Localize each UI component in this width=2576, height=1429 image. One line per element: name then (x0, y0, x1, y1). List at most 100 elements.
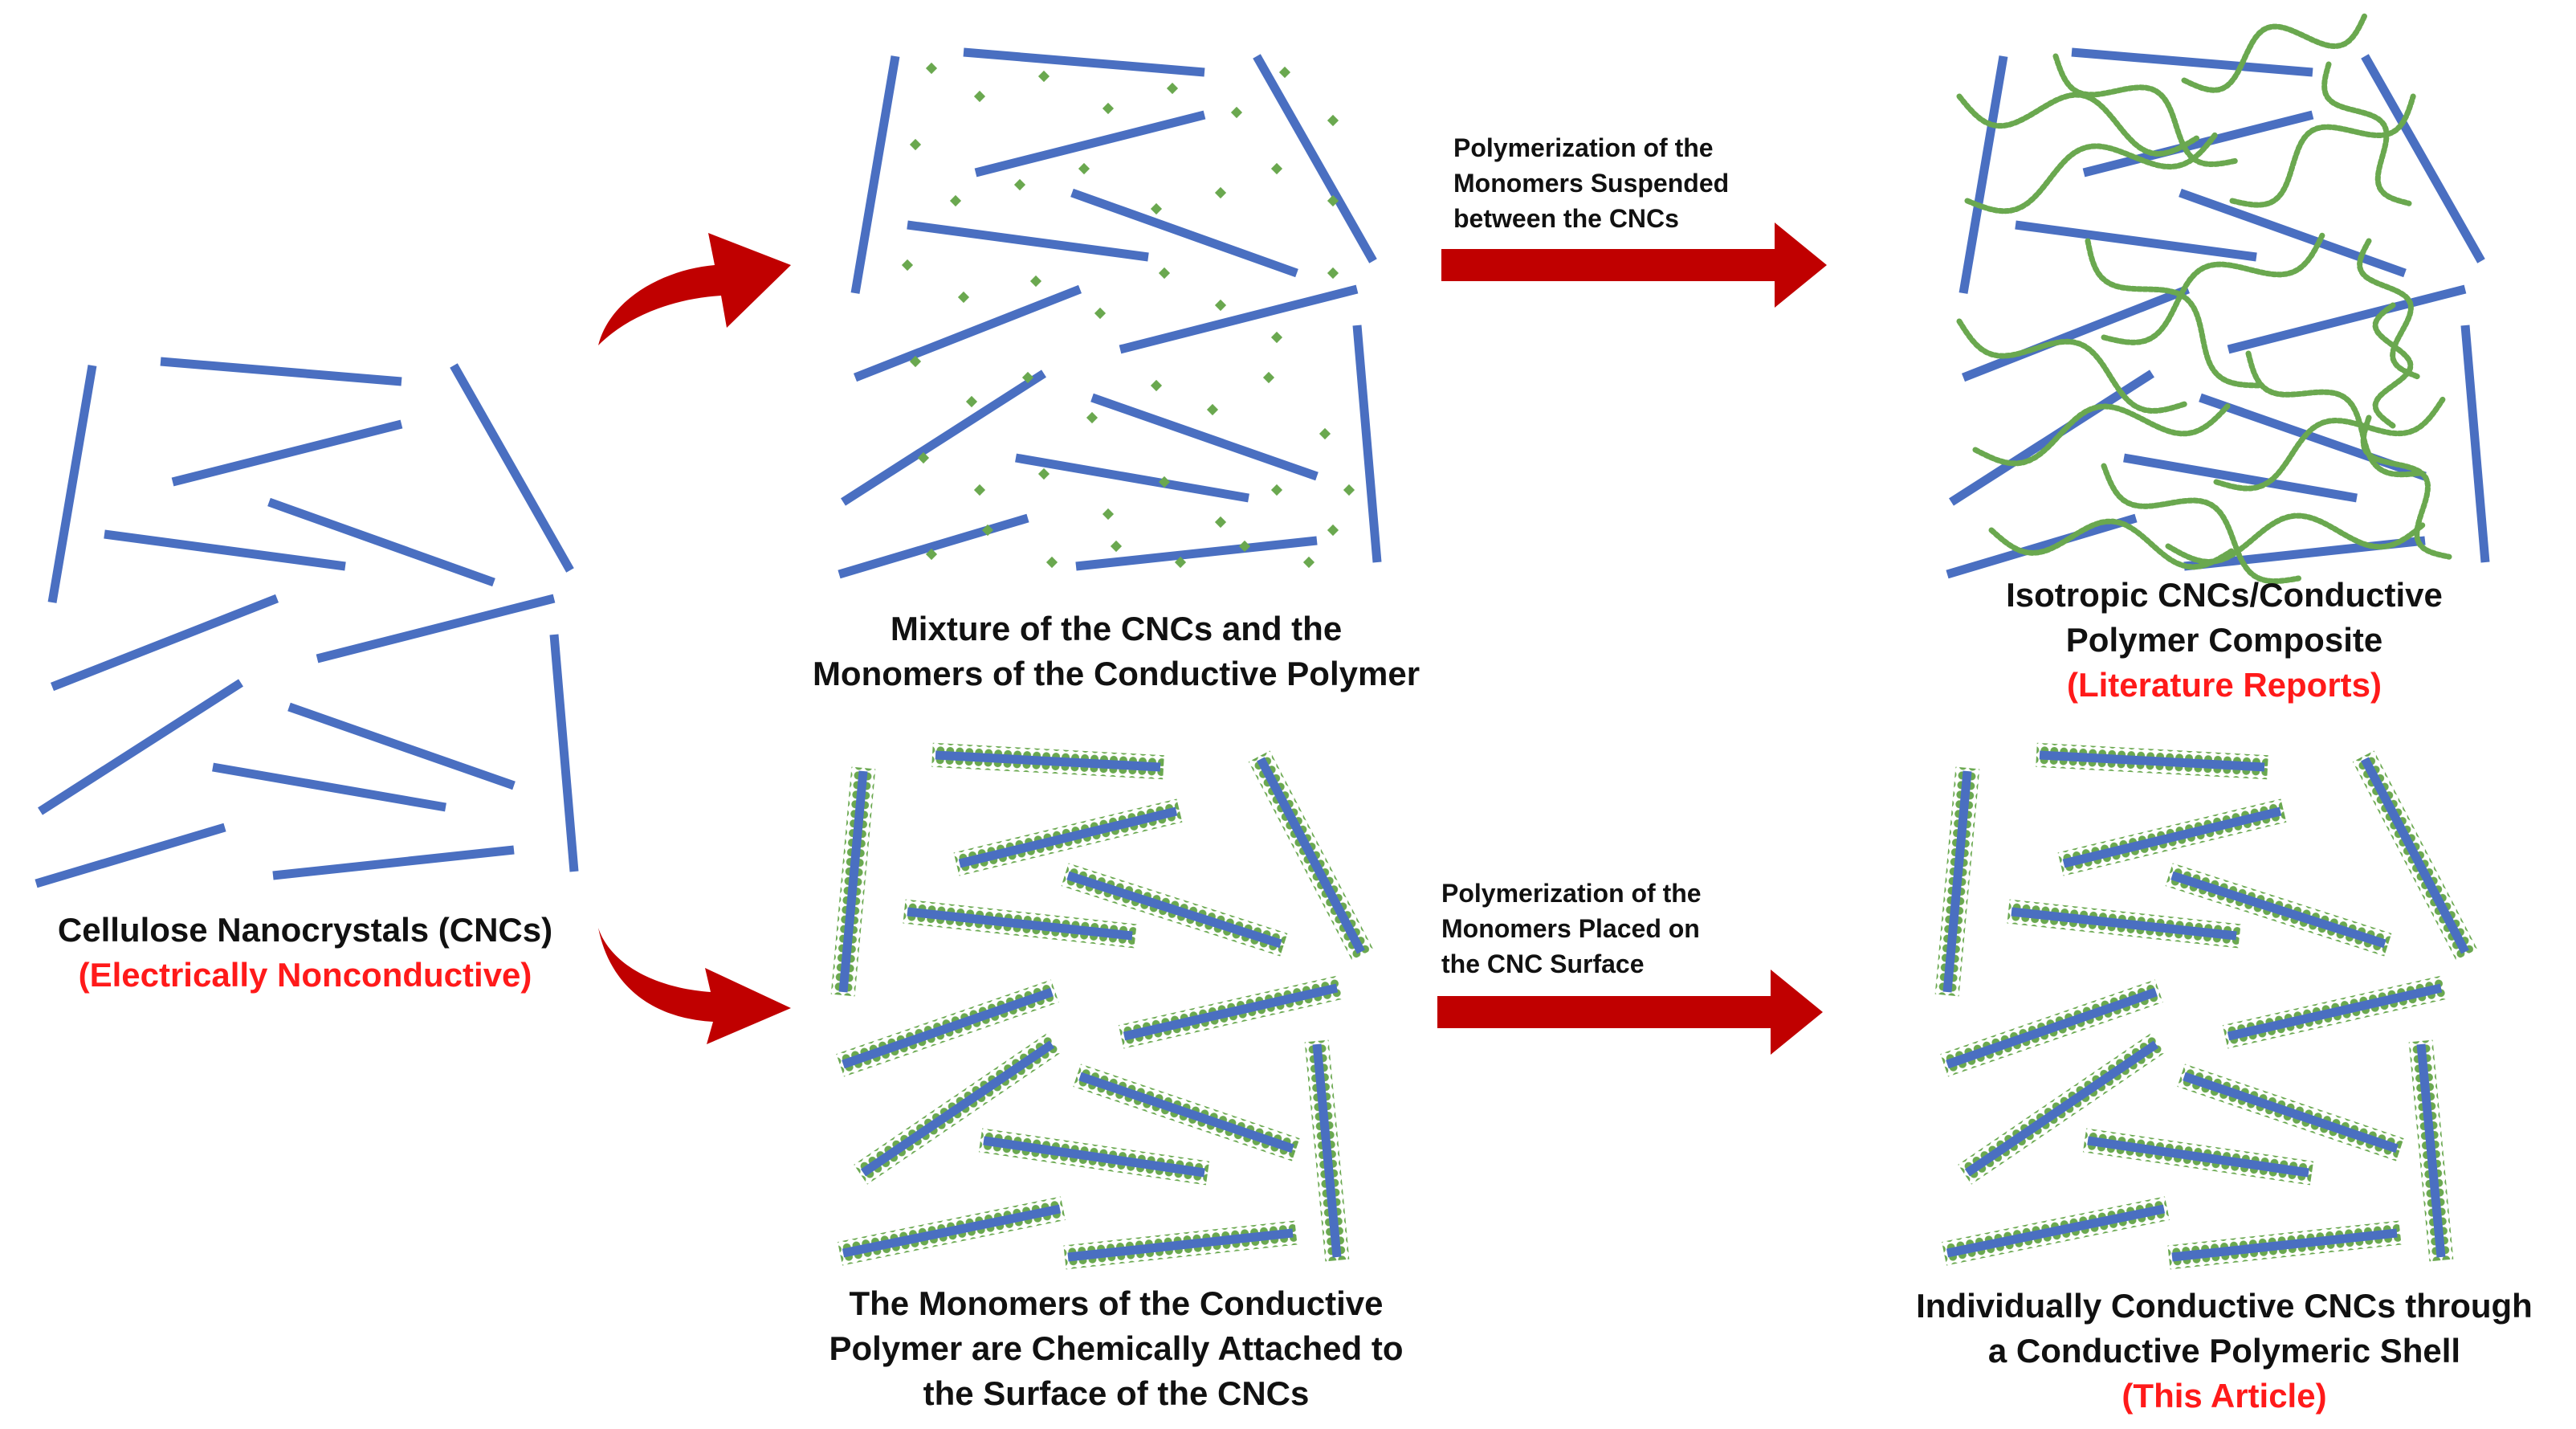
cnc-rod (2071, 47, 2313, 77)
monomer-dot (1094, 307, 1107, 320)
cnc-rod (907, 220, 1149, 262)
monomer-dot (1045, 556, 1058, 569)
coated-cnc-rod (2082, 1128, 2314, 1186)
bottom-arrow-label: Polymerization of the Monomers Placed on… (1441, 876, 1702, 982)
coated-cnc-rod (830, 766, 876, 997)
cnc-rod (1312, 1043, 1342, 1258)
cnc-rod (1964, 1040, 2159, 1177)
monomer-dot (949, 194, 962, 207)
monomer-dot (965, 395, 978, 408)
coated-cnc-rod (2177, 1064, 2404, 1162)
cnc-rod (2087, 1136, 2309, 1178)
isotropic-caption-tag: (Literature Reports) (2066, 666, 2382, 704)
cnc-rod (287, 702, 516, 790)
cnc-rod (1946, 513, 2138, 579)
cnc-rod (171, 419, 403, 487)
mixture-caption: Mixture of the CNCs and the Monomers of … (747, 606, 1486, 696)
cnc-rod (2039, 750, 2265, 772)
cnc-rod (963, 47, 1205, 77)
cnc-rod (160, 357, 402, 386)
cnc-rod (2062, 806, 2282, 868)
cnc-rod (549, 634, 579, 872)
cnc-rod (838, 513, 1029, 579)
coated-cnc-rod (953, 798, 1183, 876)
coated-cnc-rod (2057, 798, 2287, 876)
cnc-rod (2227, 983, 2443, 1041)
cnc-rod (1015, 453, 1249, 503)
bottom-arrow-label-line1: Polymerization of the (1441, 879, 1702, 908)
conductive-polymer-chain (2360, 414, 2452, 560)
coated-cnc-rod (1304, 1039, 1350, 1262)
attached-caption-line2: Polymer are Chemically Attached to (829, 1329, 1404, 1367)
coated-cnc-rod (2222, 975, 2448, 1049)
monomer-dot (1214, 299, 1227, 312)
individual-caption: Individually Conductive CNCs through a C… (1847, 1284, 2576, 1419)
attached-monomers-panel (830, 742, 1374, 1270)
mixture-panel (838, 47, 1382, 579)
top-arrow-label-line2: Monomers Suspended (1453, 169, 1730, 198)
cnc-rod (1067, 1228, 1294, 1262)
monomer-dot (901, 259, 914, 272)
monomer-dot (1158, 476, 1171, 488)
monomer-dot (1150, 379, 1163, 392)
cnc-rod (1257, 757, 1365, 954)
cnc-rod (1075, 536, 1318, 571)
mixture-caption-line2: Monomers of the Conductive Polymer (812, 655, 1420, 692)
conductive-polymer-chain (1988, 518, 2235, 570)
conductive-polymer-chain (2372, 302, 2414, 429)
monomer-dot (1270, 331, 1283, 344)
monomer-dot (957, 291, 970, 304)
coated-cnc-rod (1958, 1032, 2166, 1185)
cnc-rod (860, 1040, 1055, 1177)
cnc-rod (2015, 220, 2257, 262)
monomer-dot (1327, 267, 1339, 280)
coated-cnc-rod (1940, 979, 2163, 1077)
monomer-dot (1262, 371, 1275, 384)
conductive-polymer-chain (2181, 11, 2369, 93)
cnc-rod (1946, 987, 2158, 1069)
conductive-polymer-chain (2357, 238, 2422, 380)
cnc-rod (958, 806, 1178, 868)
isotropic-caption: Isotropic CNCs/Conductive Polymer Compos… (1855, 573, 2576, 708)
cnc-rod (1253, 54, 1377, 263)
monomer-dot (1230, 106, 1243, 119)
monomer-dot (1214, 516, 1227, 529)
coated-cnc-rod (1942, 1196, 2170, 1266)
top-arrow-label-line1: Polymerization of the (1453, 133, 1714, 162)
monomer-dot (925, 62, 938, 75)
conductive-polymer-chain (2321, 61, 2412, 206)
cnc-rod (935, 750, 1161, 772)
coated-cnc-rod (978, 1128, 1210, 1186)
cnc-rod (2416, 1043, 2446, 1258)
monomer-dot (1343, 484, 1355, 496)
cnc-rod (212, 762, 446, 812)
coated-cnc-rod (838, 1196, 1066, 1266)
bottom-arrow-label-line3: the CNC Surface (1441, 949, 1645, 978)
monomer-dot (1270, 484, 1283, 496)
cnc-rod (2123, 453, 2358, 503)
individual-caption-tag: (This Article) (2122, 1377, 2327, 1415)
monomer-dot (909, 138, 922, 151)
cnc-caption: Cellulose Nanocrystals (CNCs) (Electrica… (24, 908, 586, 998)
monomer-dot (1086, 411, 1098, 424)
cnc-rod (104, 529, 346, 571)
cnc-rod (983, 1136, 1205, 1178)
cnc-rod (2227, 284, 2467, 354)
monomer-dot (1214, 186, 1227, 199)
cnc-rod (842, 1204, 1062, 1258)
cnc-panel (35, 357, 579, 888)
individual-caption-line1: Individually Conductive CNCs through (1916, 1287, 2533, 1325)
monomer-dot (1158, 267, 1171, 280)
coated-cnc-rod (1248, 750, 1374, 961)
individual-caption-line2: a Conductive Polymeric Shell (1987, 1332, 2461, 1370)
cnc-rod (2170, 871, 2386, 949)
conductive-polymer-chain (1964, 131, 2219, 214)
coated-cnc-rod (2165, 863, 2392, 957)
conductive-polymer-chain (1956, 318, 2189, 414)
cnc-rod (2361, 757, 2469, 954)
cnc-rod (2011, 907, 2237, 941)
cnc-rod (1066, 871, 1282, 949)
monomer-dot (1029, 275, 1042, 288)
coated-cnc-rod (836, 979, 1059, 1077)
